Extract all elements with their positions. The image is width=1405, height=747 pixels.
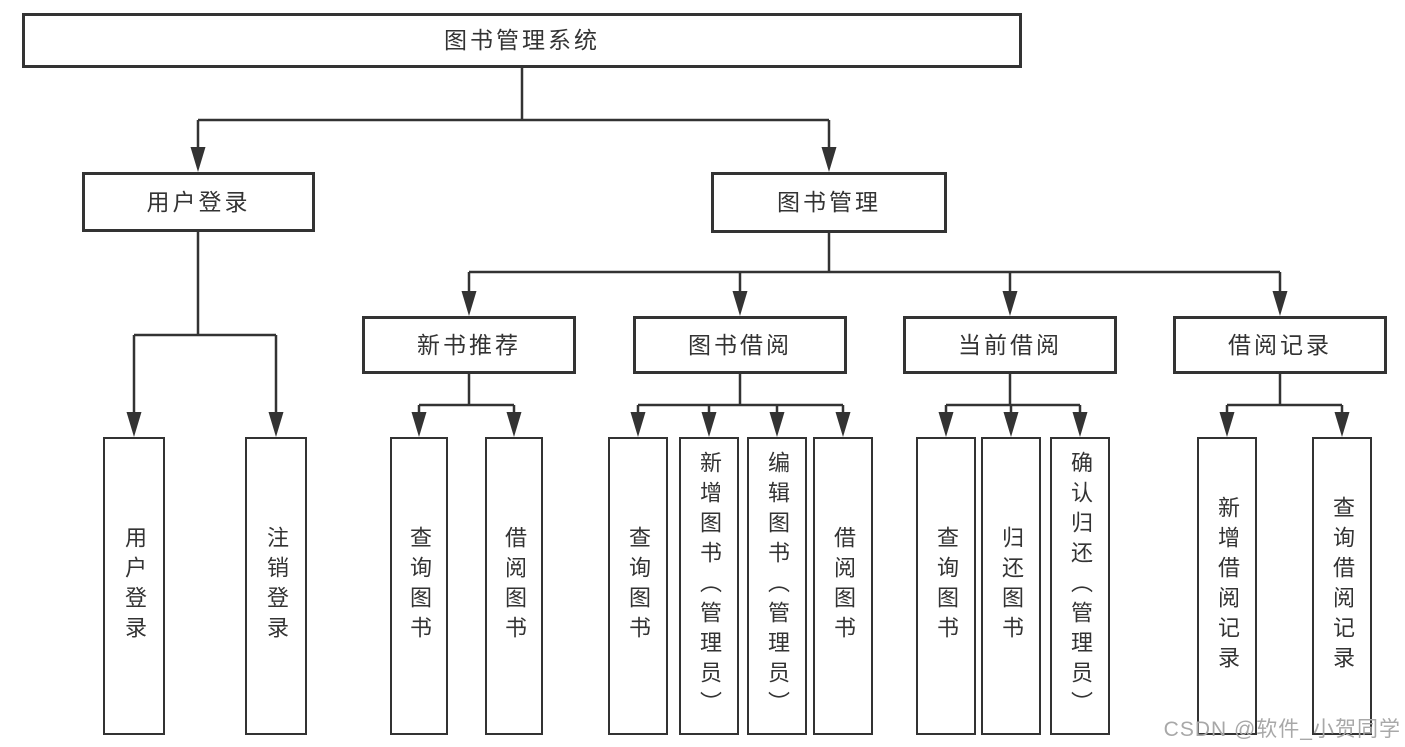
leaf-query-books-current: 查询图书 [916, 437, 976, 735]
leaf-add-borrow-record: 新增借阅记录 [1197, 437, 1257, 735]
node-library-system: 图书管理系统 [22, 13, 1022, 68]
connector-lines [132, 68, 1344, 415]
node-book-borrow: 图书借阅 [633, 316, 847, 374]
node-borrow-records: 借阅记录 [1173, 316, 1387, 374]
watermark-text: CSDN @软件_小贺同学 [1163, 718, 1401, 741]
leaf-return-book: 归还图书 [981, 437, 1041, 735]
leaf-confirm-return-admin: 确认归还（管理员） [1050, 437, 1110, 735]
leaf-query-borrow-record: 查询借阅记录 [1312, 437, 1372, 735]
node-user-login: 用户登录 [82, 172, 315, 232]
leaf-query-books-recommend: 查询图书 [390, 437, 448, 735]
leaf-query-books-borrow: 查询图书 [608, 437, 668, 735]
node-new-book-recommend: 新书推荐 [362, 316, 576, 374]
arrowhead-icons [126, 147, 1350, 437]
node-book-management: 图书管理 [711, 172, 947, 233]
leaf-user-login: 用户登录 [103, 437, 165, 735]
node-current-borrow: 当前借阅 [903, 316, 1117, 374]
leaf-borrow-books: 借阅图书 [813, 437, 873, 735]
leaf-logout: 注销登录 [245, 437, 307, 735]
leaf-edit-book-admin: 编辑图书（管理员） [747, 437, 807, 735]
leaf-borrow-books-recommend: 借阅图书 [485, 437, 543, 735]
leaf-add-book-admin: 新增图书（管理员） [679, 437, 739, 735]
